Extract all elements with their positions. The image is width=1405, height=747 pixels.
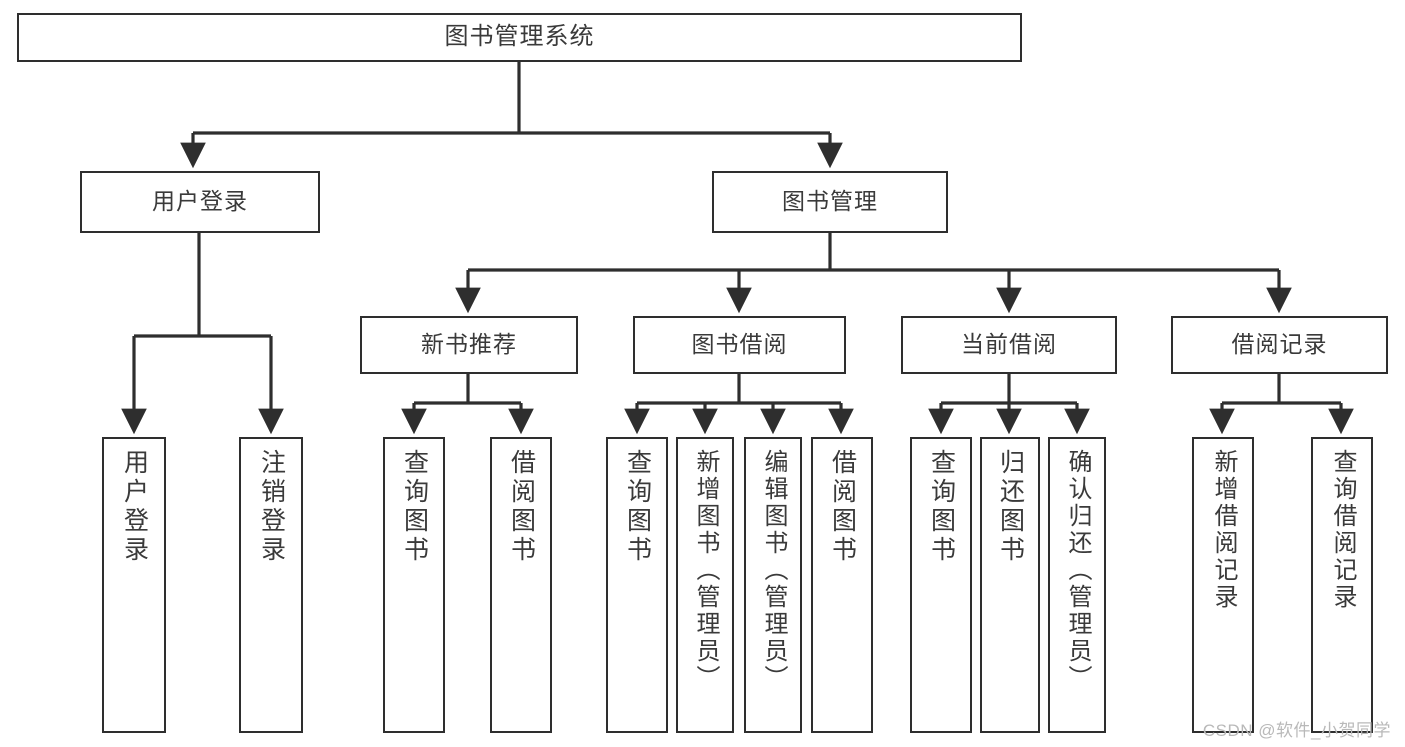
node-leaf-query-book-3-label: 查询图书 <box>927 449 956 565</box>
node-leaf-borrow-book-1-label: 借阅图书 <box>507 449 536 565</box>
node-book-borrow[interactable]: 图书借阅 <box>633 316 846 374</box>
node-new-book-recommend-label: 新书推荐 <box>421 331 517 358</box>
watermark: CSDN @软件_小贺同学 <box>1202 721 1391 740</box>
node-leaf-edit-book[interactable]: 编辑图书（管理员） <box>744 437 802 733</box>
node-leaf-add-book-label: 新增图书（管理员） <box>692 449 719 692</box>
node-leaf-confirm-return-label: 确认归还（管理员） <box>1064 449 1091 692</box>
node-leaf-edit-book-label: 编辑图书（管理员） <box>760 449 787 692</box>
node-root[interactable]: 图书管理系统 <box>17 13 1022 62</box>
node-leaf-add-borrow-record-label: 新增借阅记录 <box>1210 449 1237 611</box>
node-leaf-query-borrow-record[interactable]: 查询借阅记录 <box>1311 437 1373 733</box>
node-user-login-label: 用户登录 <box>152 188 248 215</box>
node-borrow-record[interactable]: 借阅记录 <box>1171 316 1388 374</box>
node-leaf-borrow-book-2-label: 借阅图书 <box>828 449 857 565</box>
node-user-login[interactable]: 用户登录 <box>80 171 320 233</box>
node-leaf-query-book-1-label: 查询图书 <box>400 449 429 565</box>
node-borrow-record-label: 借阅记录 <box>1231 331 1328 358</box>
node-book-manage-label: 图书管理 <box>782 188 878 215</box>
node-leaf-query-borrow-record-label: 查询借阅记录 <box>1329 449 1356 611</box>
node-leaf-query-book-2[interactable]: 查询图书 <box>606 437 668 733</box>
node-leaf-user-logout-label: 注销登录 <box>257 449 286 565</box>
node-leaf-return-book[interactable]: 归还图书 <box>980 437 1040 733</box>
node-current-borrow[interactable]: 当前借阅 <box>901 316 1117 374</box>
node-leaf-add-borrow-record[interactable]: 新增借阅记录 <box>1192 437 1254 733</box>
node-leaf-user-login[interactable]: 用户登录 <box>102 437 166 733</box>
node-leaf-borrow-book-2[interactable]: 借阅图书 <box>811 437 873 733</box>
node-book-manage[interactable]: 图书管理 <box>712 171 948 233</box>
node-root-label: 图书管理系统 <box>444 23 595 51</box>
node-leaf-borrow-book-1[interactable]: 借阅图书 <box>490 437 552 733</box>
node-leaf-query-book-3[interactable]: 查询图书 <box>910 437 972 733</box>
node-leaf-query-book-1[interactable]: 查询图书 <box>383 437 445 733</box>
node-book-borrow-label: 图书借阅 <box>691 331 788 358</box>
node-current-borrow-label: 当前借阅 <box>961 331 1057 358</box>
node-leaf-user-logout[interactable]: 注销登录 <box>239 437 303 733</box>
node-leaf-return-book-label: 归还图书 <box>996 449 1025 565</box>
node-leaf-user-login-label: 用户登录 <box>120 449 149 565</box>
node-leaf-query-book-2-label: 查询图书 <box>623 449 652 565</box>
node-leaf-confirm-return[interactable]: 确认归还（管理员） <box>1048 437 1106 733</box>
node-new-book-recommend[interactable]: 新书推荐 <box>360 316 578 374</box>
node-leaf-add-book[interactable]: 新增图书（管理员） <box>676 437 734 733</box>
